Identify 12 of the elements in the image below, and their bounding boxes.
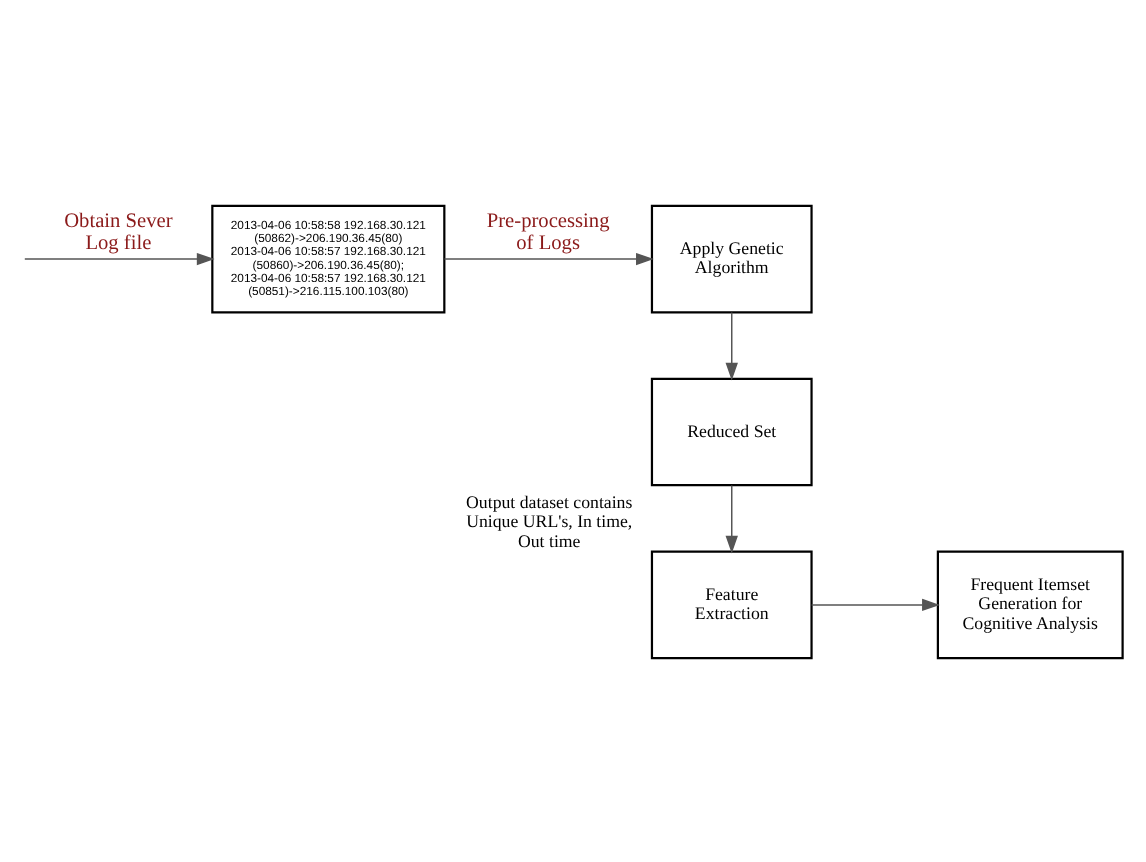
node-box: Apply Genetic Algorithm (650, 203, 813, 313)
arrow (443, 251, 654, 265)
node-box: Reduced Set (650, 376, 813, 486)
arrow (24, 251, 215, 265)
edge-label: Pre-processing of Logs (486, 209, 610, 255)
node-label: Output dataset contains Unique URL's, In time, Out time (466, 491, 633, 550)
node-box: Frequent Itemset Generation for Cognitive Analysis (936, 549, 1124, 659)
arrow (810, 597, 940, 611)
arrow (725, 310, 738, 380)
node-box: Feature Extraction (650, 549, 813, 659)
edge-label: Obtain Sever Log file (64, 209, 173, 255)
arrow (725, 483, 738, 553)
